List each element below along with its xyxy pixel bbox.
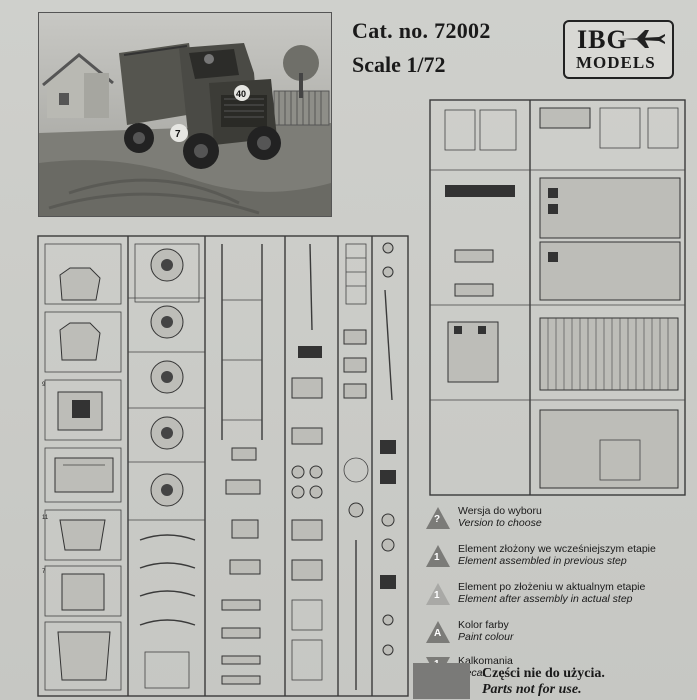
legend-pl: Kolor farby	[458, 619, 509, 631]
cab-parts-column: 9 11 7	[42, 243, 122, 691]
legend-pl: Wersja do wyboru	[458, 505, 542, 517]
truck-illustration: 40 7	[39, 13, 331, 216]
box-art-illustration: 40 7	[38, 12, 332, 217]
legend-en: Paint colour	[458, 631, 514, 643]
legend-pl: Element po złożeniu w aktualnym etapie	[458, 581, 646, 593]
legend-en: Element assembled in previous step	[458, 555, 627, 567]
svg-text:7: 7	[42, 569, 46, 575]
sprue-frame-right	[429, 99, 686, 496]
wheels-column	[128, 243, 205, 689]
legend-pl: Kalkomania	[458, 655, 513, 667]
round-parts-column	[380, 242, 396, 656]
sprue-frame-left	[37, 235, 409, 697]
step-triangle-icon: 1	[426, 545, 450, 567]
step-light-triangle-icon: 1	[426, 583, 450, 605]
legend-en: Element after assembly in actual step	[458, 593, 633, 605]
small-parts-column	[291, 243, 323, 681]
chassis-column	[221, 244, 263, 685]
truck-number-7: 7	[175, 129, 181, 140]
logo-models: MODELS	[576, 53, 656, 72]
catalog-number: Cat. no. 72002	[352, 18, 491, 43]
ibg-models-logo: IBG MODELS	[563, 20, 674, 79]
ladder-column	[343, 243, 369, 690]
not-for-use-swatch	[413, 663, 470, 699]
svg-text:11: 11	[42, 515, 49, 521]
not-for-use-en: Parts not for use.	[482, 682, 582, 697]
legend-en: Version to choose	[458, 517, 542, 529]
legend-pl: Element złożony we wcześniejszym etapie	[458, 543, 656, 555]
scale-label: Scale 1/72	[352, 52, 446, 77]
svg-text:9: 9	[42, 382, 46, 388]
paint-triangle-icon: A	[426, 621, 450, 643]
logo-brand: IBG	[577, 25, 628, 54]
not-for-use-pl: Części nie do użycia.	[482, 666, 605, 681]
question-triangle-icon: ?	[426, 507, 450, 529]
truck-number-40: 40	[236, 89, 246, 99]
airplane-icon	[621, 30, 665, 48]
